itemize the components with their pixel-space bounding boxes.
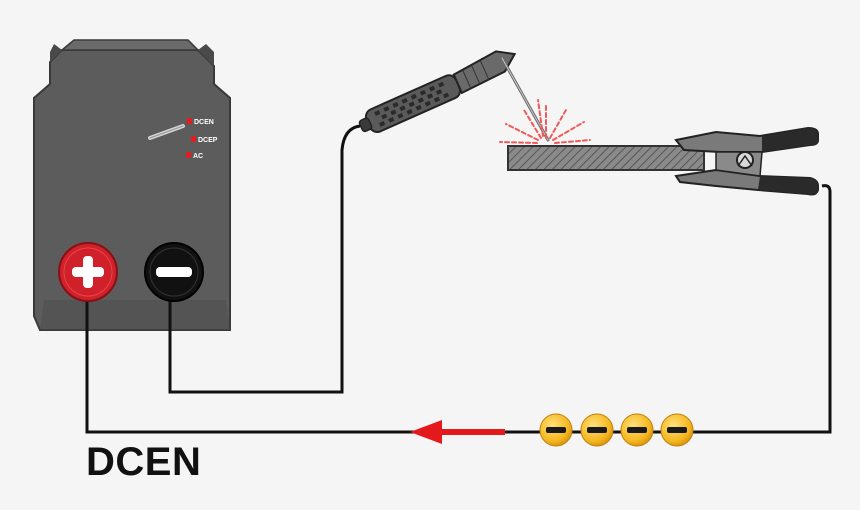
arc-sparks	[499, 99, 591, 144]
mode-indicator-dcen: DCEN	[187, 118, 214, 126]
electrons	[539, 413, 694, 447]
minus-icon	[660, 413, 694, 447]
minus-icon	[156, 267, 192, 277]
mode-label-ac: AC	[193, 153, 203, 160]
electrode-cable	[168, 124, 361, 394]
electrode-holder	[358, 50, 517, 133]
ground-cable	[85, 184, 832, 434]
mode-indicator-dcep: DCEP	[191, 136, 218, 144]
indicator-led	[186, 152, 191, 158]
indicator-led	[187, 118, 192, 124]
negative-terminal	[144, 242, 204, 302]
minus-icon	[620, 413, 654, 447]
minus-icon	[539, 413, 573, 447]
polarity-caption: DCEN	[86, 440, 202, 484]
positive-terminal	[58, 242, 118, 302]
workpiece	[507, 145, 705, 171]
indicator-led	[191, 136, 196, 142]
mode-indicator-ac: AC	[186, 152, 203, 160]
mode-label-dcep: DCEP	[198, 137, 218, 144]
current-flow-arrow	[410, 420, 505, 444]
minus-icon	[580, 413, 614, 447]
plus-icon	[72, 256, 104, 288]
ground-clamp	[674, 126, 819, 196]
mode-label-dcen: DCEN	[194, 119, 214, 126]
mode-selector-switch[interactable]	[148, 124, 185, 140]
